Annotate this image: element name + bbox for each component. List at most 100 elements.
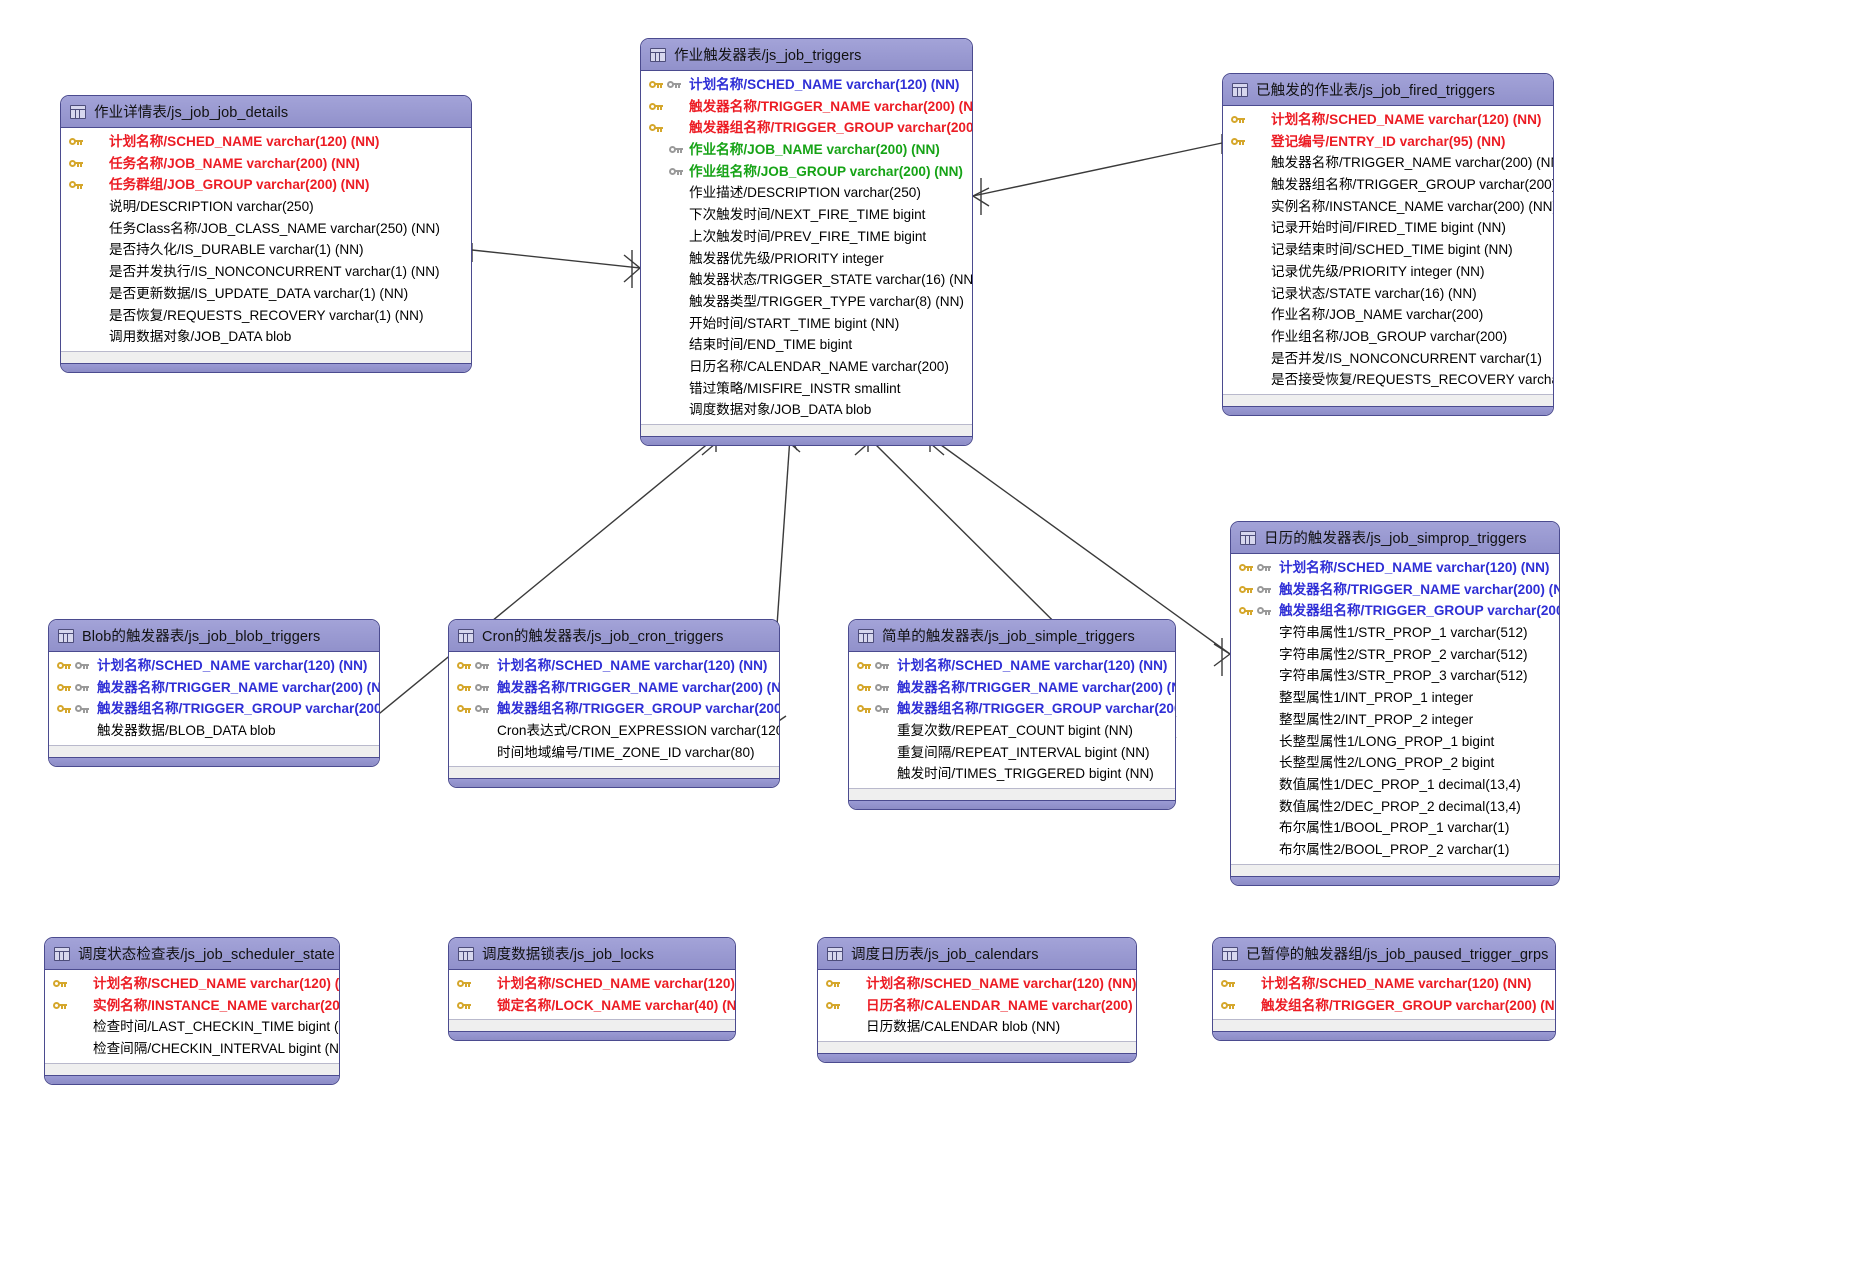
attribute-row[interactable]: 长整型属性1/LONG_PROP_1 bigint	[1231, 731, 1559, 753]
attribute-row[interactable]: 是否恢复/REQUESTS_RECOVERY varchar(1) (NN)	[61, 305, 471, 327]
attribute-row[interactable]: 计划名称/SCHED_NAME varchar(120) (NN)	[818, 973, 1136, 995]
attribute-row[interactable]: 实例名称/INSTANCE_NAME varchar(200) (NN)	[45, 995, 339, 1017]
entity-title-bar[interactable]: 已暂停的触发器组/js_job_paused_trigger_grps	[1213, 938, 1555, 970]
attribute-row[interactable]: 计划名称/SCHED_NAME varchar(120) (NN)	[641, 74, 972, 96]
entity-job_details[interactable]: 作业详情表/js_job_job_details 计划名称/SCHED_NAME …	[60, 95, 472, 373]
attribute-row[interactable]: 触发器组名称/TRIGGER_GROUP varchar(200) (NN)	[1231, 600, 1559, 622]
attribute-row[interactable]: 任务Class名称/JOB_CLASS_NAME varchar(250) (N…	[61, 218, 471, 240]
entity-title-bar[interactable]: 作业详情表/js_job_job_details	[61, 96, 471, 128]
attribute-row[interactable]: 记录状态/STATE varchar(16) (NN)	[1223, 283, 1553, 305]
entity-title-bar[interactable]: Cron的触发器表/js_job_cron_triggers	[449, 620, 779, 652]
attribute-row[interactable]: 计划名称/SCHED_NAME varchar(120) (NN)	[449, 655, 779, 677]
attribute-row[interactable]: 日历名称/CALENDAR_NAME varchar(200)	[641, 356, 972, 378]
attribute-row[interactable]: 是否接受恢复/REQUESTS_RECOVERY varchar(1)	[1223, 369, 1553, 391]
entity-title-bar[interactable]: 调度数据锁表/js_job_locks	[449, 938, 735, 970]
attribute-row[interactable]: 是否持久化/IS_DURABLE varchar(1) (NN)	[61, 239, 471, 261]
attribute-row[interactable]: 记录开始时间/FIRED_TIME bigint (NN)	[1223, 217, 1553, 239]
attribute-row[interactable]: 调度数据对象/JOB_DATA blob	[641, 399, 972, 421]
attribute-row[interactable]: 说明/DESCRIPTION varchar(250)	[61, 196, 471, 218]
attribute-row[interactable]: 数值属性2/DEC_PROP_2 decimal(13,4)	[1231, 796, 1559, 818]
attribute-row[interactable]: 触发器名称/TRIGGER_NAME varchar(200) (NN)	[49, 677, 379, 699]
attribute-row[interactable]: 触发器名称/TRIGGER_NAME varchar(200) (NN)	[641, 96, 972, 118]
attribute-row[interactable]: 触发器数据/BLOB_DATA blob	[49, 720, 379, 742]
attribute-row[interactable]: 记录结束时间/SCHED_TIME bigint (NN)	[1223, 239, 1553, 261]
entity-blob_triggers[interactable]: Blob的触发器表/js_job_blob_triggers 计划名称/SCHED…	[48, 619, 380, 767]
attribute-row[interactable]: 布尔属性1/BOOL_PROP_1 varchar(1)	[1231, 817, 1559, 839]
attribute-row[interactable]: 作业组名称/JOB_GROUP varchar(200)	[1223, 326, 1553, 348]
entity-scheduler_state[interactable]: 调度状态检查表/js_job_scheduler_state 计划名称/SCHED…	[44, 937, 340, 1085]
attribute-row[interactable]: 触发器名称/TRIGGER_NAME varchar(200) (NN)	[1223, 152, 1553, 174]
entity-title-bar[interactable]: 调度状态检查表/js_job_scheduler_state	[45, 938, 339, 970]
entity-title-bar[interactable]: 简单的触发器表/js_job_simple_triggers	[849, 620, 1175, 652]
attribute-row[interactable]: 重复间隔/REPEAT_INTERVAL bigint (NN)	[849, 742, 1175, 764]
attribute-row[interactable]: 触发器状态/TRIGGER_STATE varchar(16) (NN)	[641, 269, 972, 291]
attribute-row[interactable]: 日历数据/CALENDAR blob (NN)	[818, 1016, 1136, 1038]
attribute-row[interactable]: 重复次数/REPEAT_COUNT bigint (NN)	[849, 720, 1175, 742]
entity-paused_trigger_grps[interactable]: 已暂停的触发器组/js_job_paused_trigger_grps 计划名称/…	[1212, 937, 1556, 1042]
attribute-row[interactable]: 日历名称/CALENDAR_NAME varchar(200) (NN)	[818, 995, 1136, 1017]
attribute-row[interactable]: 是否并发/IS_NONCONCURRENT varchar(1)	[1223, 348, 1553, 370]
attribute-row[interactable]: 开始时间/START_TIME bigint (NN)	[641, 313, 972, 335]
attribute-row[interactable]: 下次触发时间/NEXT_FIRE_TIME bigint	[641, 204, 972, 226]
entity-title-bar[interactable]: 调度日历表/js_job_calendars	[818, 938, 1136, 970]
attribute-row[interactable]: 字符串属性2/STR_PROP_2 varchar(512)	[1231, 644, 1559, 666]
attribute-row[interactable]: 字符串属性1/STR_PROP_1 varchar(512)	[1231, 622, 1559, 644]
attribute-row[interactable]: 锁定名称/LOCK_NAME varchar(40) (NN)	[449, 995, 735, 1017]
entity-title-bar[interactable]: 作业触发器表/js_job_triggers	[641, 39, 972, 71]
attribute-row[interactable]: 计划名称/SCHED_NAME varchar(120) (NN)	[1213, 973, 1555, 995]
attribute-row[interactable]: 计划名称/SCHED_NAME varchar(120) (NN)	[49, 655, 379, 677]
attribute-row[interactable]: 触发器组名称/TRIGGER_GROUP varchar(200) (NN)	[1223, 174, 1553, 196]
entity-title-bar[interactable]: 日历的触发器表/js_job_simprop_triggers	[1231, 522, 1559, 554]
attribute-row[interactable]: 布尔属性2/BOOL_PROP_2 varchar(1)	[1231, 839, 1559, 861]
attribute-row[interactable]: 整型属性2/INT_PROP_2 integer	[1231, 709, 1559, 731]
attribute-row[interactable]: 触发器名称/TRIGGER_NAME varchar(200) (NN)	[1231, 579, 1559, 601]
attribute-row[interactable]: 触发时间/TIMES_TRIGGERED bigint (NN)	[849, 763, 1175, 785]
attribute-row[interactable]: 是否更新数据/IS_UPDATE_DATA varchar(1) (NN)	[61, 283, 471, 305]
attribute-row[interactable]: 触发器组名称/TRIGGER_GROUP varchar(200) (NN)	[49, 698, 379, 720]
entity-fired_triggers[interactable]: 已触发的作业表/js_job_fired_triggers 计划名称/SCHED_…	[1222, 73, 1554, 416]
attribute-row[interactable]: 检查时间/LAST_CHECKIN_TIME bigint (NN)	[45, 1016, 339, 1038]
attribute-row[interactable]: 是否并发执行/IS_NONCONCURRENT varchar(1) (NN)	[61, 261, 471, 283]
attribute-row[interactable]: Cron表达式/CRON_EXPRESSION varchar(120) (NN…	[449, 720, 779, 742]
attribute-row[interactable]: 作业名称/JOB_NAME varchar(200) (NN)	[641, 139, 972, 161]
entity-title-bar[interactable]: Blob的触发器表/js_job_blob_triggers	[49, 620, 379, 652]
entity-locks[interactable]: 调度数据锁表/js_job_locks 计划名称/SCHED_NAME varch…	[448, 937, 736, 1042]
attribute-row[interactable]: 触发器组名称/TRIGGER_GROUP varchar(200) (NN)	[449, 698, 779, 720]
attribute-row[interactable]: 触发器组名称/TRIGGER_GROUP varchar(200) (NN)	[849, 698, 1175, 720]
attribute-row[interactable]: 触发器类型/TRIGGER_TYPE varchar(8) (NN)	[641, 291, 972, 313]
attribute-row[interactable]: 错过策略/MISFIRE_INSTR smallint	[641, 378, 972, 400]
attribute-row[interactable]: 记录优先级/PRIORITY integer (NN)	[1223, 261, 1553, 283]
attribute-row[interactable]: 检查间隔/CHECKIN_INTERVAL bigint (NN)	[45, 1038, 339, 1060]
attribute-row[interactable]: 触发器名称/TRIGGER_NAME varchar(200) (NN)	[849, 677, 1175, 699]
attribute-row[interactable]: 任务名称/JOB_NAME varchar(200) (NN)	[61, 153, 471, 175]
entity-calendars[interactable]: 调度日历表/js_job_calendars 计划名称/SCHED_NAME va…	[817, 937, 1137, 1064]
attribute-row[interactable]: 计划名称/SCHED_NAME varchar(120) (NN)	[61, 131, 471, 153]
attribute-row[interactable]: 登记编号/ENTRY_ID varchar(95) (NN)	[1223, 131, 1553, 153]
attribute-row[interactable]: 计划名称/SCHED_NAME varchar(120) (NN)	[1231, 557, 1559, 579]
attribute-row[interactable]: 计划名称/SCHED_NAME varchar(120) (NN)	[849, 655, 1175, 677]
attribute-row[interactable]: 计划名称/SCHED_NAME varchar(120) (NN)	[45, 973, 339, 995]
attribute-row[interactable]: 字符串属性3/STR_PROP_3 varchar(512)	[1231, 665, 1559, 687]
attribute-row[interactable]: 结束时间/END_TIME bigint	[641, 334, 972, 356]
attribute-row[interactable]: 计划名称/SCHED_NAME varchar(120) (NN)	[1223, 109, 1553, 131]
attribute-row[interactable]: 触发组名称/TRIGGER_GROUP varchar(200) (NN)	[1213, 995, 1555, 1017]
attribute-row[interactable]: 整型属性1/INT_PROP_1 integer	[1231, 687, 1559, 709]
attribute-row[interactable]: 计划名称/SCHED_NAME varchar(120) (NN)	[449, 973, 735, 995]
attribute-row[interactable]: 时间地域编号/TIME_ZONE_ID varchar(80)	[449, 742, 779, 764]
attribute-row[interactable]: 上次触发时间/PREV_FIRE_TIME bigint	[641, 226, 972, 248]
attribute-row[interactable]: 实例名称/INSTANCE_NAME varchar(200) (NN)	[1223, 196, 1553, 218]
entity-job_triggers[interactable]: 作业触发器表/js_job_triggers 计划名称/SCHED_NAME va…	[640, 38, 973, 446]
entity-simprop_triggers[interactable]: 日历的触发器表/js_job_simprop_triggers 计划名称/SCHE…	[1230, 521, 1560, 886]
entity-simple_triggers[interactable]: 简单的触发器表/js_job_simple_triggers 计划名称/SCHED…	[848, 619, 1176, 811]
attribute-row[interactable]: 触发器名称/TRIGGER_NAME varchar(200) (NN)	[449, 677, 779, 699]
entity-cron_triggers[interactable]: Cron的触发器表/js_job_cron_triggers 计划名称/SCHED…	[448, 619, 780, 789]
attribute-row[interactable]: 长整型属性2/LONG_PROP_2 bigint	[1231, 752, 1559, 774]
attribute-row[interactable]: 作业组名称/JOB_GROUP varchar(200) (NN)	[641, 161, 972, 183]
attribute-row[interactable]: 数值属性1/DEC_PROP_1 decimal(13,4)	[1231, 774, 1559, 796]
entity-title-bar[interactable]: 已触发的作业表/js_job_fired_triggers	[1223, 74, 1553, 106]
attribute-row[interactable]: 触发器优先级/PRIORITY integer	[641, 248, 972, 270]
attribute-row[interactable]: 作业描述/DESCRIPTION varchar(250)	[641, 182, 972, 204]
attribute-row[interactable]: 任务群组/JOB_GROUP varchar(200) (NN)	[61, 174, 471, 196]
attribute-row[interactable]: 调用数据对象/JOB_DATA blob	[61, 326, 471, 348]
attribute-row[interactable]: 作业名称/JOB_NAME varchar(200)	[1223, 304, 1553, 326]
